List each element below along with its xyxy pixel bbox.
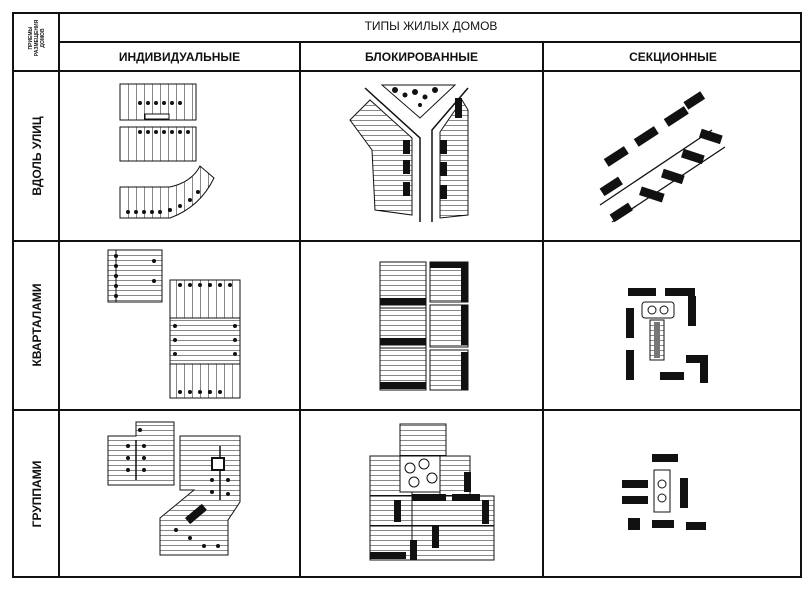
plan-sectional-along-streets <box>599 91 726 223</box>
plan-blocked-by-quarters <box>379 261 469 391</box>
column-header-blocked: БЛОКИРОВАННЫЕ <box>364 50 479 64</box>
plan-blocked-by-groups <box>369 423 495 561</box>
column-divider-1 <box>299 42 301 578</box>
plan-individual-along-streets <box>119 83 215 219</box>
header-row-divider <box>58 41 802 43</box>
plan-blocked-along-streets <box>349 84 469 222</box>
header-title: ТИПЫ ЖИЛЫХ ДОМОВ <box>364 19 498 33</box>
plan-individual-by-quarters <box>107 249 241 399</box>
table-border <box>12 12 802 578</box>
plan-sectional-by-quarters <box>626 288 708 383</box>
column-header-sectional: СЕКЦИОННЫЕ <box>629 50 717 64</box>
row-divider-1 <box>12 240 802 242</box>
plan-sectional-by-groups <box>622 454 706 530</box>
column-divider-2 <box>542 42 544 578</box>
row-divider-2 <box>12 409 802 411</box>
column-header-individual: ИНДИВИДУАЛЬНЫЕ <box>118 50 241 64</box>
column-header-divider <box>12 70 802 72</box>
label-column-divider <box>58 12 60 578</box>
plan-individual-by-groups <box>107 421 241 556</box>
